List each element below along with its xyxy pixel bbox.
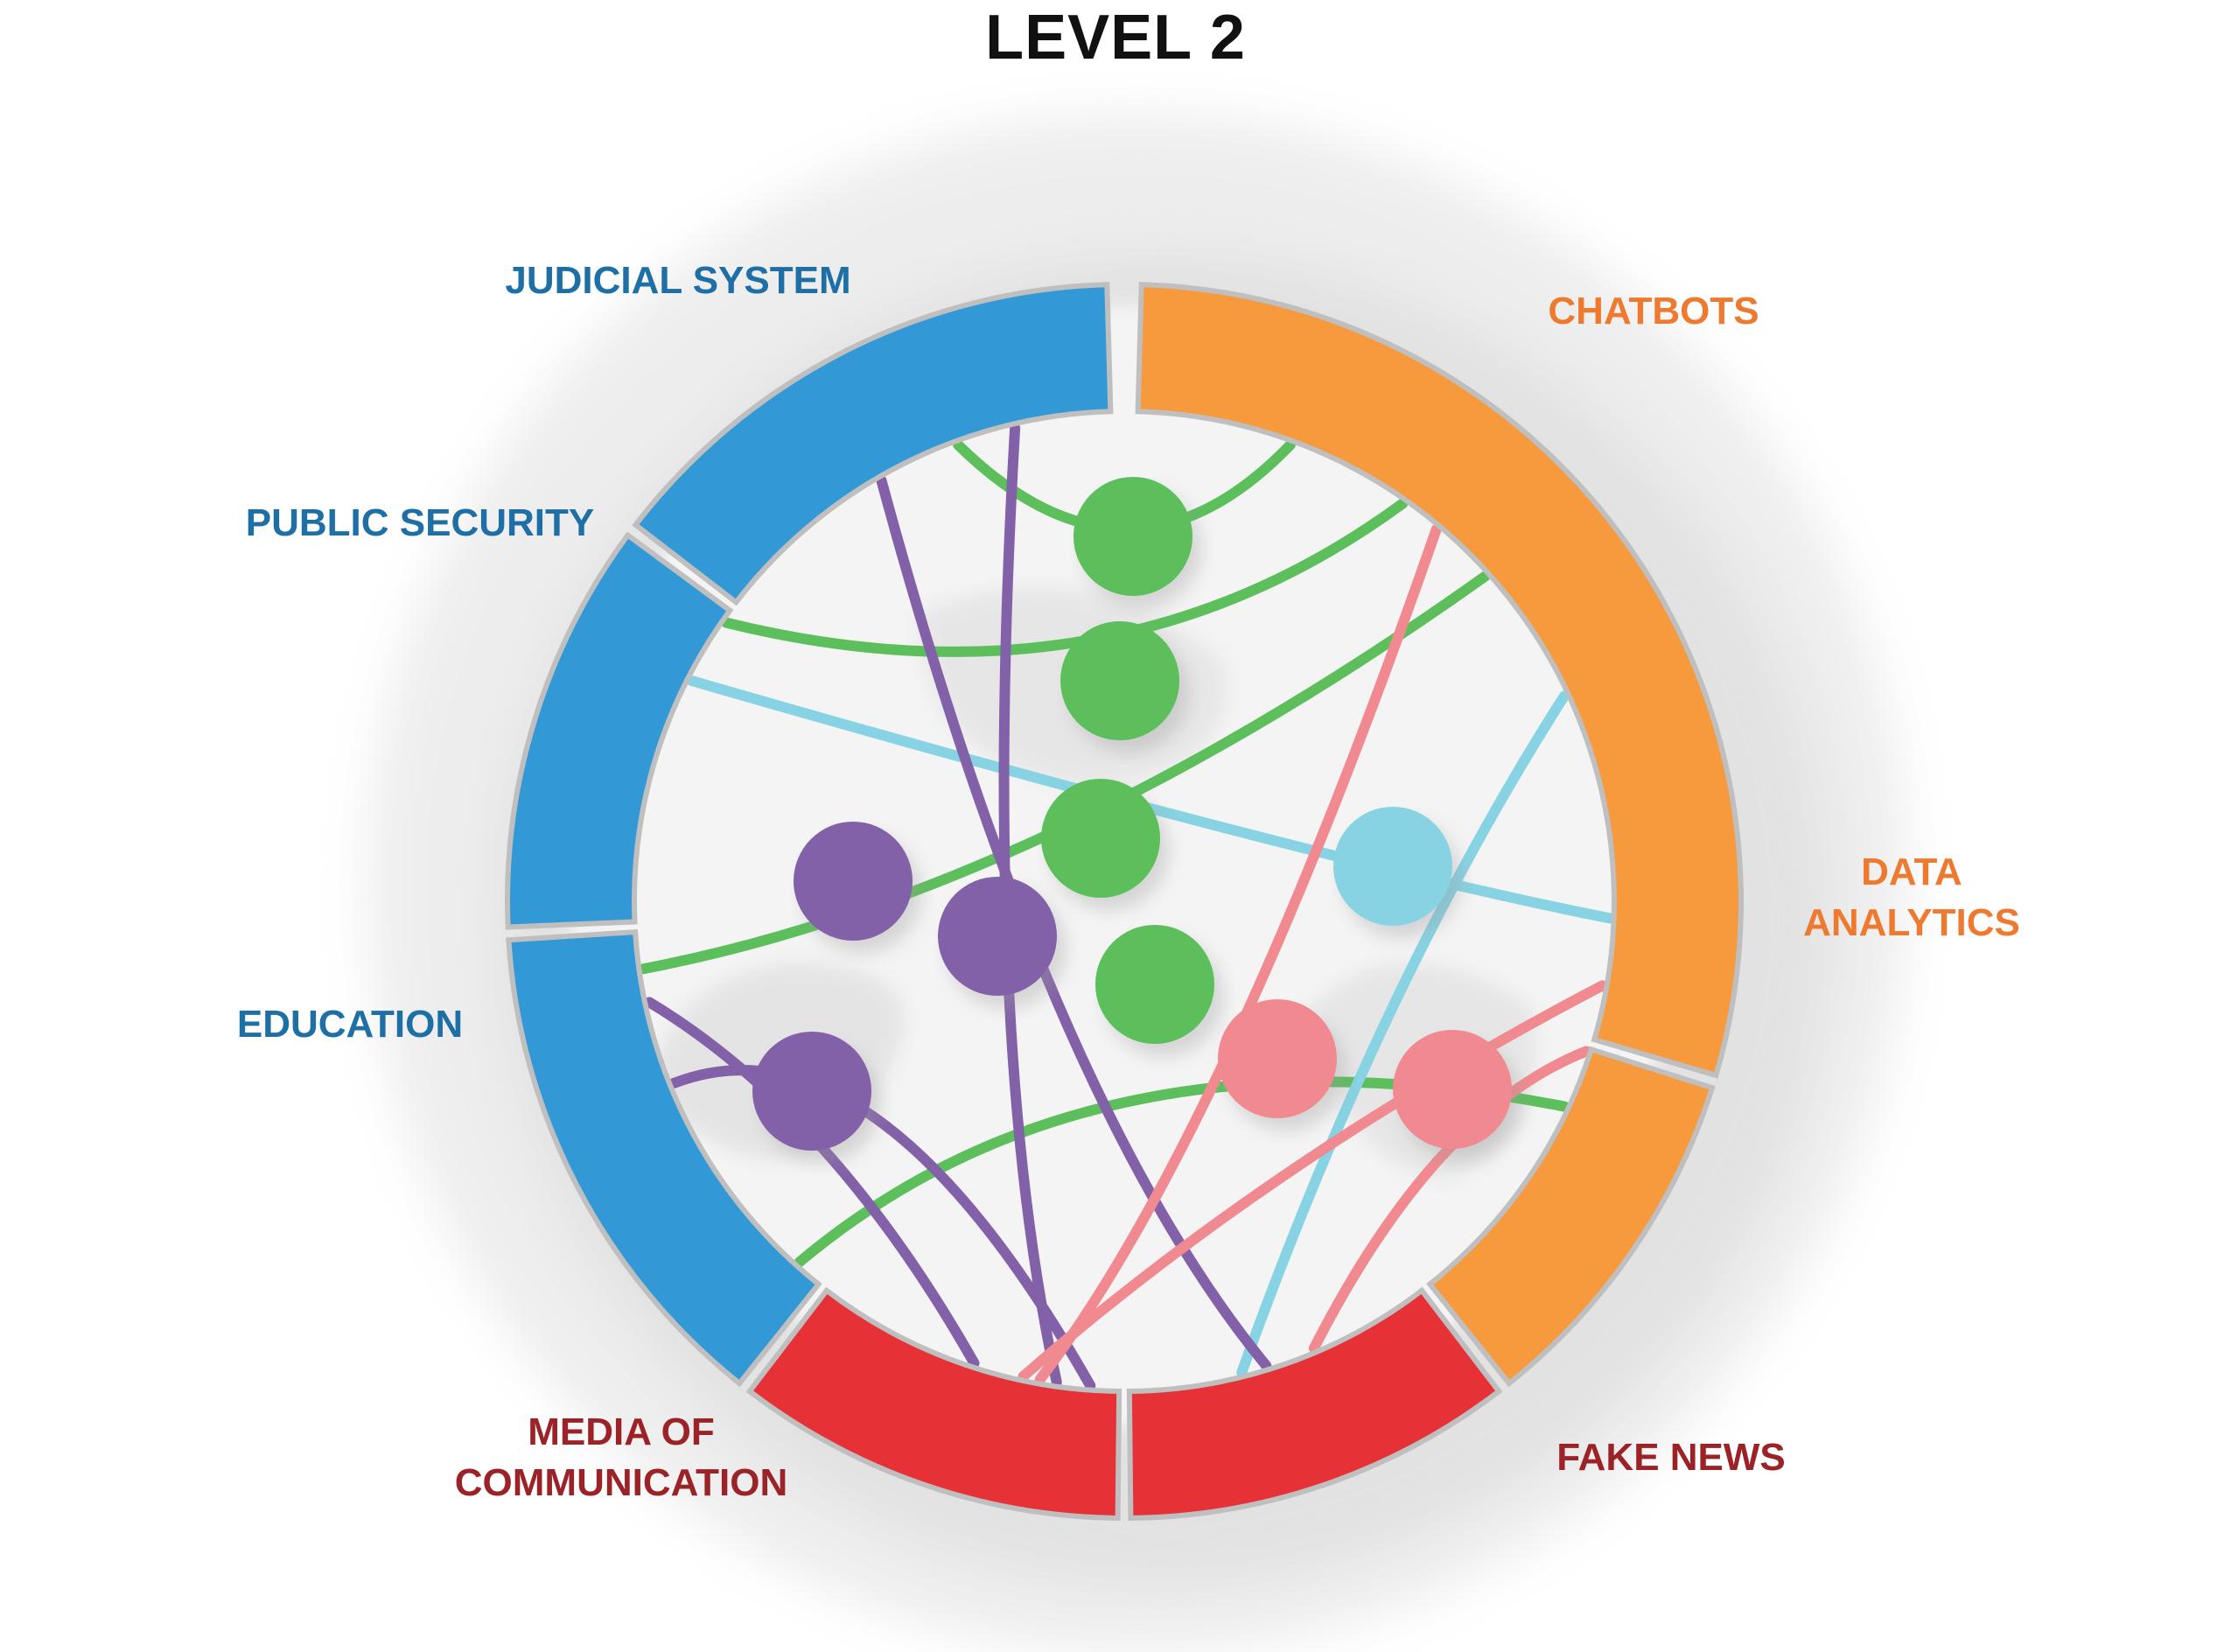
connection-node-green [1060, 621, 1179, 740]
segment-label-data-analytics: DATA ANALYTICS [1803, 850, 2020, 944]
segment-label-chatbots: CHATBOTS [1548, 290, 1759, 332]
ring-segment-education [506, 928, 822, 1388]
connection-node-cyan [1333, 807, 1452, 926]
ring-segment-public-security [505, 531, 734, 930]
connection-node-purple [938, 877, 1057, 996]
segment-label-public-security: PUBLIC SECURITY [246, 501, 594, 544]
ring-segment-judicial-system [632, 282, 1114, 606]
segment-label-line: JUDICIAL SYSTEM [505, 259, 850, 302]
segment-label-line: COMMUNICATION [455, 1461, 787, 1504]
ring-segment-data-analytics [1426, 1046, 1716, 1388]
ring-segment-media-of-communication [745, 1286, 1122, 1521]
connection-node-green [1074, 477, 1192, 596]
connection-chatbots-fake-news [1236, 690, 1570, 1378]
connection-data-analytics-media-of-communication [1018, 980, 1608, 1382]
segment-label-line: ANALYTICS [1803, 901, 2020, 944]
segment-label-line: FAKE NEWS [1556, 1436, 1786, 1479]
connection-node-pink [1218, 999, 1337, 1118]
connection-nodes [752, 477, 1521, 1163]
connection-judicial-system-fake-news [876, 475, 1272, 1371]
segment-label-judicial-system: JUDICIAL SYSTEM [505, 259, 850, 302]
connection-node-purple [752, 1032, 871, 1151]
connection-node-green [1095, 925, 1214, 1044]
diagram-title: LEVEL 2 [985, 3, 1246, 73]
segment-label-line: PUBLIC SECURITY [246, 501, 594, 544]
segment-label-line: CHATBOTS [1548, 290, 1759, 332]
segment-label-line: MEDIA OF [528, 1410, 714, 1453]
ring-segment-fake-news [1126, 1286, 1503, 1521]
segment-label-media-of-communication: MEDIA OF COMMUNICATION [455, 1410, 787, 1504]
ring-segments [505, 282, 1744, 1521]
connection-node-pink [1393, 1030, 1512, 1149]
connection-public-security-data-analytics [686, 676, 1615, 924]
segment-labels: JUDICIAL SYSTEM PUBLIC SECURITY EDUCATION M… [237, 259, 2020, 1504]
segment-label-line: EDUCATION [237, 1003, 463, 1046]
connection-node-green [1041, 779, 1160, 898]
connection-node-purple [794, 822, 913, 941]
connection-public-security-media-of-communication [668, 1065, 1096, 1391]
segment-label-fake-news: FAKE NEWS [1556, 1436, 1786, 1479]
segment-label-education: EDUCATION [237, 1003, 463, 1046]
ring-segment-chatbots [1135, 282, 1744, 1079]
segment-label-line: DATA [1861, 850, 1962, 893]
